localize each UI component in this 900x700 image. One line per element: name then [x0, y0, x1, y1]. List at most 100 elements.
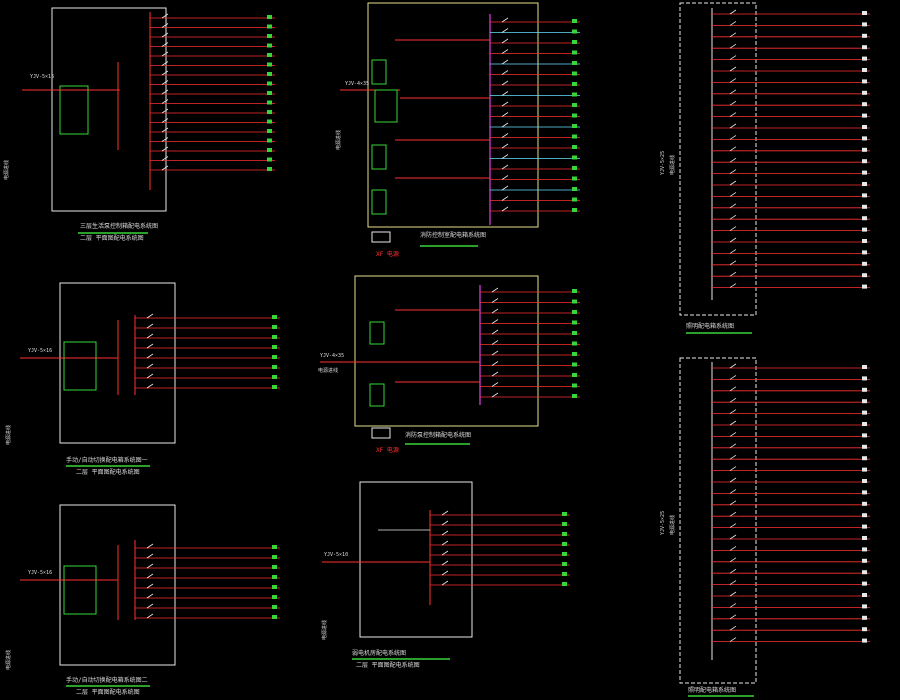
load-marker [862, 604, 867, 609]
panel-p1-title: 三层生活泵控制箱配电系统图 [80, 222, 158, 230]
breaker-symbol [146, 573, 154, 579]
breaker-symbol [729, 420, 737, 426]
breaker-symbol [729, 21, 737, 26]
panel-p1-feeders [150, 13, 275, 171]
load-marker [267, 43, 272, 48]
panel-p3-incoming-label: YJV-5×16 [28, 570, 52, 576]
breaker-symbol [729, 78, 737, 83]
load-marker [862, 261, 867, 266]
panel-p2[interactable]: YJV-5×16 电源进线 手动/自动切换配电箱系统图一 二层 平面图配电系统图 [5, 282, 280, 476]
load-marker [272, 365, 277, 369]
panel-p5[interactable]: YJV-4×35 电源进线 消防泵控制箱配电系统图 XF 电源 [318, 275, 580, 454]
load-marker [572, 320, 577, 325]
panel-p4[interactable]: YJV-4×35 电源进线 消防控制室配电箱系统图 XF 电源 [335, 2, 580, 258]
breaker-symbol [501, 101, 509, 107]
panel-p8[interactable]: YJV-5×25 电源进线 照明配电箱系统图 [660, 357, 870, 697]
breaker-symbol [729, 386, 737, 392]
load-marker [862, 250, 867, 255]
panel-p5-device-2 [369, 383, 385, 407]
load-marker [572, 61, 577, 65]
load-marker [562, 542, 567, 546]
load-marker [862, 90, 867, 95]
breaker-symbol [729, 9, 737, 15]
breaker-symbol [729, 466, 737, 471]
breaker-symbol [729, 603, 737, 608]
breaker-symbol [441, 580, 449, 586]
load-marker [572, 362, 577, 367]
load-marker [862, 547, 867, 552]
load-marker [862, 467, 867, 472]
load-marker [562, 532, 567, 536]
panel-p5-feeders [480, 287, 580, 398]
load-marker [572, 71, 577, 76]
panel-p8-feeders [712, 363, 870, 643]
breaker-symbol [146, 343, 154, 349]
load-marker [862, 444, 867, 449]
breaker-symbol [729, 477, 737, 483]
load-marker [862, 376, 867, 381]
load-marker [572, 383, 577, 388]
breaker-symbol [491, 329, 499, 335]
panel-p8-frame [679, 357, 757, 684]
load-marker [267, 72, 272, 76]
load-marker [572, 331, 577, 335]
breaker-symbol [729, 500, 737, 506]
breaker-symbol [729, 454, 737, 460]
panel-p4-device-3 [371, 189, 387, 215]
load-marker [862, 68, 867, 72]
breaker-symbol [161, 51, 169, 57]
panel-p6[interactable]: YJV-5×10 电源进线 弱电机房配电系统图 二层 平面图配电系统图 [321, 481, 570, 669]
panel-p5-side-note: 电源进线 [318, 367, 338, 374]
breaker-symbol [501, 164, 509, 170]
load-marker [862, 170, 867, 175]
load-marker [862, 387, 867, 392]
load-marker [572, 155, 577, 160]
breaker-symbol [501, 80, 509, 86]
breaker-symbol [146, 613, 154, 619]
panel-p7[interactable]: YJV-5×25 电源进线 照明配电箱系统图 [660, 2, 870, 334]
panel-p8-side-note: 电源进线 [669, 515, 676, 535]
load-marker [572, 187, 577, 191]
breaker-symbol [161, 118, 169, 123]
load-marker [862, 113, 867, 118]
breaker-symbol [146, 313, 154, 319]
load-marker [272, 335, 277, 339]
panel-p7-feeders [712, 9, 870, 289]
load-marker [862, 365, 867, 369]
load-marker [267, 53, 272, 57]
panel-p1[interactable]: YJV-5×16 电源进线 三层生活泵控制箱配电系统图 二层 平面图配电系统图 [3, 7, 275, 242]
panel-p2-title: 手动/自动切换配电箱系统图一 [66, 456, 148, 464]
panel-p3[interactable]: YJV-5×16 电源进线 手动/自动切换配电箱系统图二 二层 平面图配电系统图 [5, 504, 280, 696]
breaker-symbol [491, 392, 499, 398]
panel-p2-frame [59, 282, 176, 444]
breaker-symbol [146, 553, 154, 559]
panel-p5-device-1 [369, 321, 385, 345]
breaker-symbol [729, 100, 737, 106]
breaker-symbol [729, 363, 737, 369]
load-marker [572, 92, 577, 97]
load-marker [862, 227, 867, 232]
load-marker [862, 239, 867, 243]
panel-p4-meter [371, 231, 391, 243]
breaker-symbol [146, 583, 154, 589]
panel-p4-frame [367, 2, 539, 228]
panel-p5-title: 消防泵控制箱配电系统图 [405, 431, 471, 439]
panel-p2-incoming-label: YJV-5×16 [28, 348, 52, 354]
panel-p3-title: 手动/自动切换配电箱系统图二 [66, 676, 148, 684]
breaker-symbol [161, 42, 169, 47]
panel-p4-incoming-label: YJV-4×35 [345, 81, 369, 87]
panel-p4-device-2 [371, 144, 387, 170]
load-marker [862, 410, 867, 415]
breaker-symbol [729, 43, 737, 49]
breaker-symbol [729, 157, 737, 163]
panel-p6-subtitle: 二层 平面图配电系统图 [356, 661, 420, 669]
load-marker [862, 284, 867, 289]
load-marker [272, 585, 277, 589]
panel-p3-side-note: 电源进线 [5, 650, 12, 670]
load-marker [862, 273, 867, 278]
breaker-symbol [161, 137, 169, 142]
panel-p6-incoming-label: YJV-5×10 [324, 552, 348, 558]
load-marker [572, 208, 577, 212]
panel-p7-incoming-label: YJV-5×25 [660, 151, 666, 175]
